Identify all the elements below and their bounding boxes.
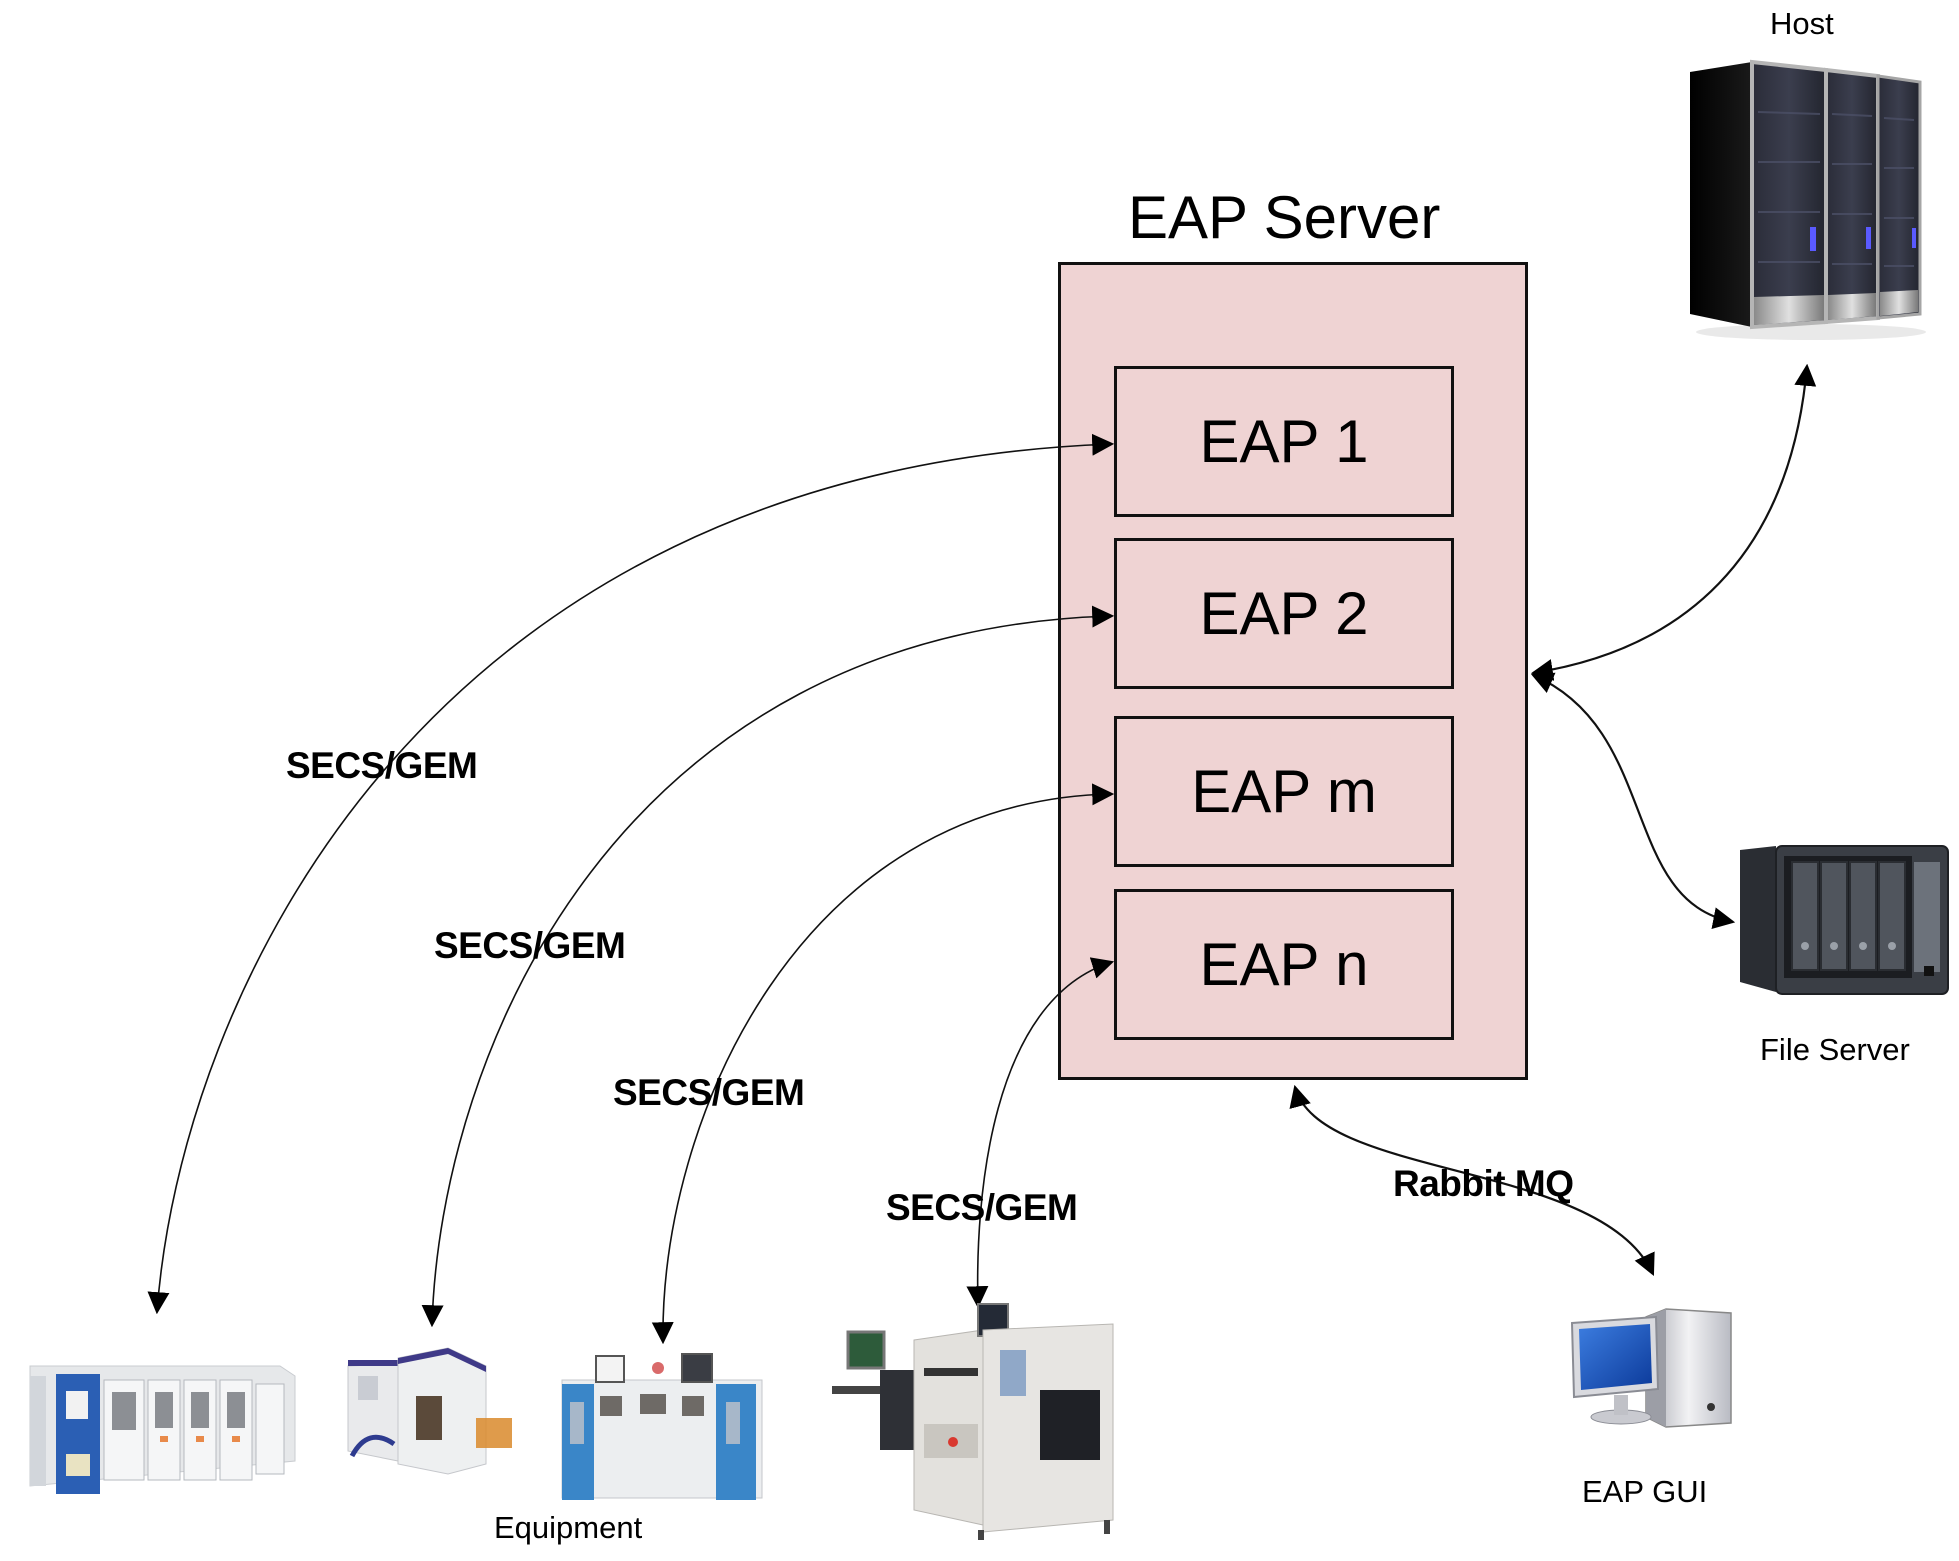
eap-instance-label: EAP m xyxy=(1191,758,1377,825)
eap-instance-2[interactable]: EAP 2 xyxy=(1114,538,1454,689)
nas-storage-icon[interactable] xyxy=(1736,842,1952,1004)
rabbit-mq-label: Rabbit MQ xyxy=(1393,1163,1574,1204)
file-server-label: File Server xyxy=(1760,1032,1910,1067)
eap-instance-m[interactable]: EAP m xyxy=(1114,716,1454,867)
equipment-1-icon[interactable] xyxy=(20,1336,298,1502)
desktop-computer-icon[interactable] xyxy=(1566,1305,1736,1435)
equipment-4-icon[interactable] xyxy=(828,1300,1118,1550)
equipment-3-icon[interactable] xyxy=(558,1350,768,1514)
link-eq3-eapm xyxy=(651,783,1115,1345)
secs-gem-label-2: SECS/GEM xyxy=(434,925,626,966)
eap-server-title: EAP Server xyxy=(1128,184,1441,251)
link-server-host xyxy=(1530,363,1817,681)
link-server-fileserver xyxy=(1530,672,1736,929)
equipment-label: Equipment xyxy=(494,1510,643,1545)
server-rack-icon[interactable] xyxy=(1686,52,1926,342)
secs-gem-label-4: SECS/GEM xyxy=(886,1187,1078,1228)
secs-gem-label-1: SECS/GEM xyxy=(286,745,478,786)
secs-gem-label-3: SECS/GEM xyxy=(613,1072,805,1113)
eap-instance-label: EAP 2 xyxy=(1199,580,1369,647)
eap-instance-label: EAP n xyxy=(1199,931,1369,998)
eap-instance-n[interactable]: EAP n xyxy=(1114,889,1454,1040)
host-label: Host xyxy=(1770,6,1834,41)
equipment-2-icon[interactable] xyxy=(338,1346,518,1484)
link-eq1-eap1 xyxy=(147,433,1115,1315)
eap-instance-1[interactable]: EAP 1 xyxy=(1114,366,1454,517)
eap-instance-label: EAP 1 xyxy=(1199,408,1369,475)
eap-gui-label: EAP GUI xyxy=(1582,1474,1708,1509)
